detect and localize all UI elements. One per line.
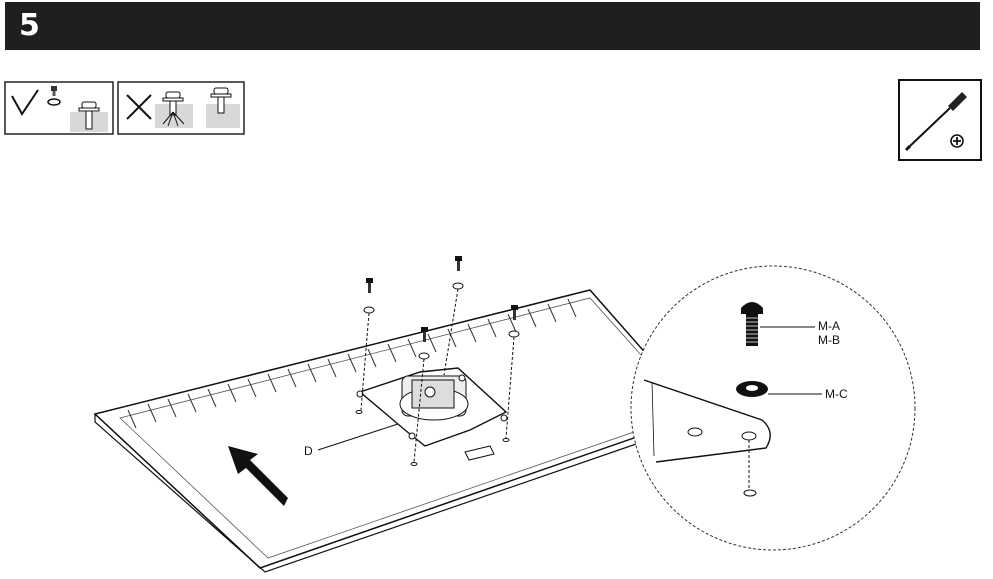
bracket-label: D [304,444,313,458]
step-header: 5 [5,2,980,50]
bolt-4 [410,327,430,466]
incorrect-tightening-panel [117,81,245,135]
bolt-label-b: M-B [818,333,840,347]
bracket-leader-line [317,423,399,451]
washer-label: M-C [825,387,848,401]
loose-screw-icon [206,87,240,128]
correct-tightening-panel [4,81,114,135]
bolt-3 [502,305,520,442]
detail-callout [630,265,916,551]
up-arrow-icon [228,446,288,506]
phillips-head-icon [950,134,964,148]
bolt-2 [443,256,464,376]
detail-bolt [741,302,763,346]
detail-washer [736,381,768,397]
phillips-screwdriver-icon [904,92,967,152]
tool-panel [898,79,982,161]
overtightened-screw-icon [155,91,193,128]
x-mark-icon [126,94,152,120]
bolt-1 [355,278,375,414]
mounting-bracket [356,367,508,447]
seated-screw-icon [70,101,108,132]
tv-back-panel [93,289,702,573]
checkmark-icon [11,89,39,116]
step-number: 5 [19,8,40,43]
vent-slots [127,298,577,429]
bolt-assemblies [355,256,520,466]
bolt-label-a: M-A [818,319,840,333]
screw-washer-icon [47,86,61,106]
